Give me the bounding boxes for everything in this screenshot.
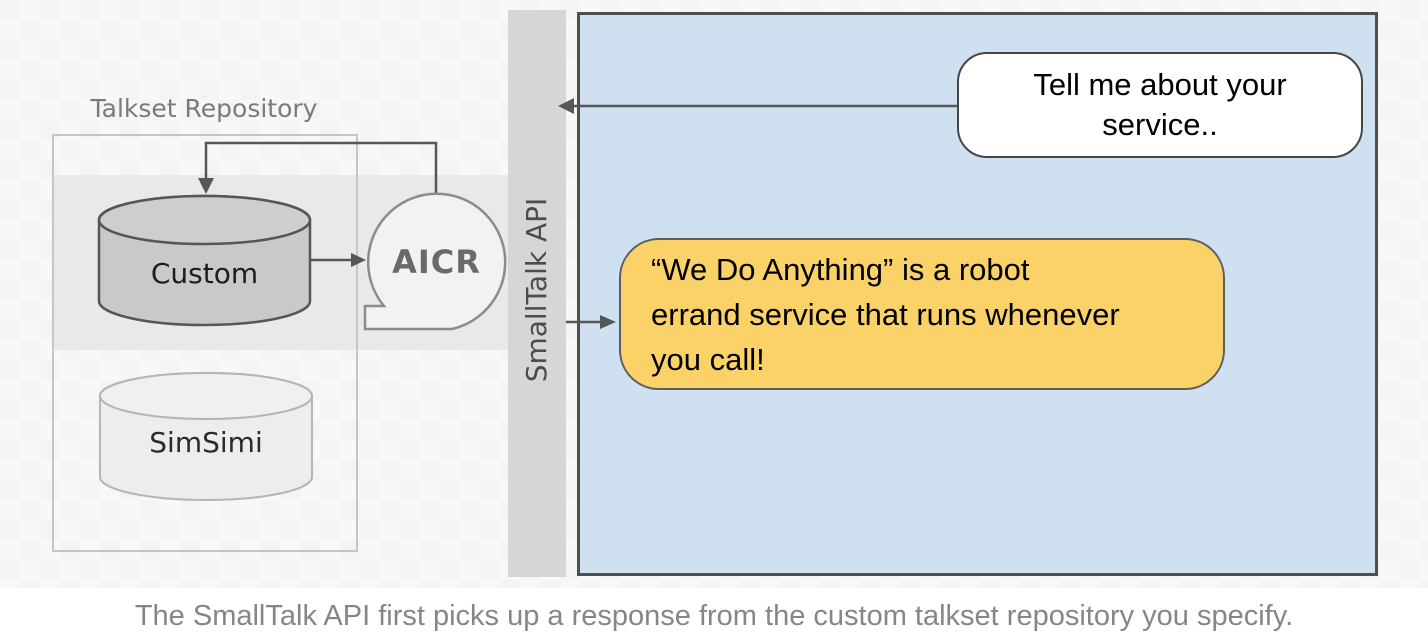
simsimi-database-label: SimSimi bbox=[149, 426, 263, 459]
user-speech-bubble-line: service.. bbox=[1102, 107, 1218, 142]
bot-speech-bubble-line: errand service that runs whenever bbox=[651, 296, 1120, 332]
diagram-shapes-layer bbox=[97, 98, 957, 501]
bot-speech-bubble: “We Do Anything” is a robot errand servi… bbox=[619, 238, 1225, 390]
custom-database-label: Custom bbox=[150, 257, 259, 290]
arrowhead-into-custom-icon bbox=[198, 178, 214, 194]
bot-speech-bubble-line: you call! bbox=[651, 341, 765, 377]
talkset-repository-box bbox=[52, 134, 358, 552]
user-speech-bubble: Tell me about your service.. bbox=[957, 52, 1363, 158]
user-speech-bubble-line: Tell me about your bbox=[1033, 67, 1287, 102]
aicr-label: AICR bbox=[392, 243, 481, 281]
arrowhead-into-api-bar-icon bbox=[558, 98, 574, 114]
arrow-aicr-to-custom bbox=[204, 141, 438, 197]
aicr-speech-balloon-icon bbox=[363, 192, 507, 331]
bot-speech-bubble-line: “We Do Anything” is a robot bbox=[651, 251, 1030, 287]
custom-database-cylinder-icon bbox=[97, 194, 312, 327]
figure-caption: The SmallTalk API first picks up a respo… bbox=[134, 600, 1294, 632]
arrowhead-into-bot-bubble-icon bbox=[600, 315, 616, 329]
simsimi-database-cylinder-icon bbox=[99, 372, 313, 501]
talkset-repository-title: Talkset Repository bbox=[90, 94, 318, 123]
arrowhead-into-aicr-icon bbox=[351, 253, 366, 267]
smalltalk-api-bar bbox=[508, 10, 566, 577]
smalltalk-api-bar-label: SmallTalk API bbox=[520, 197, 553, 383]
